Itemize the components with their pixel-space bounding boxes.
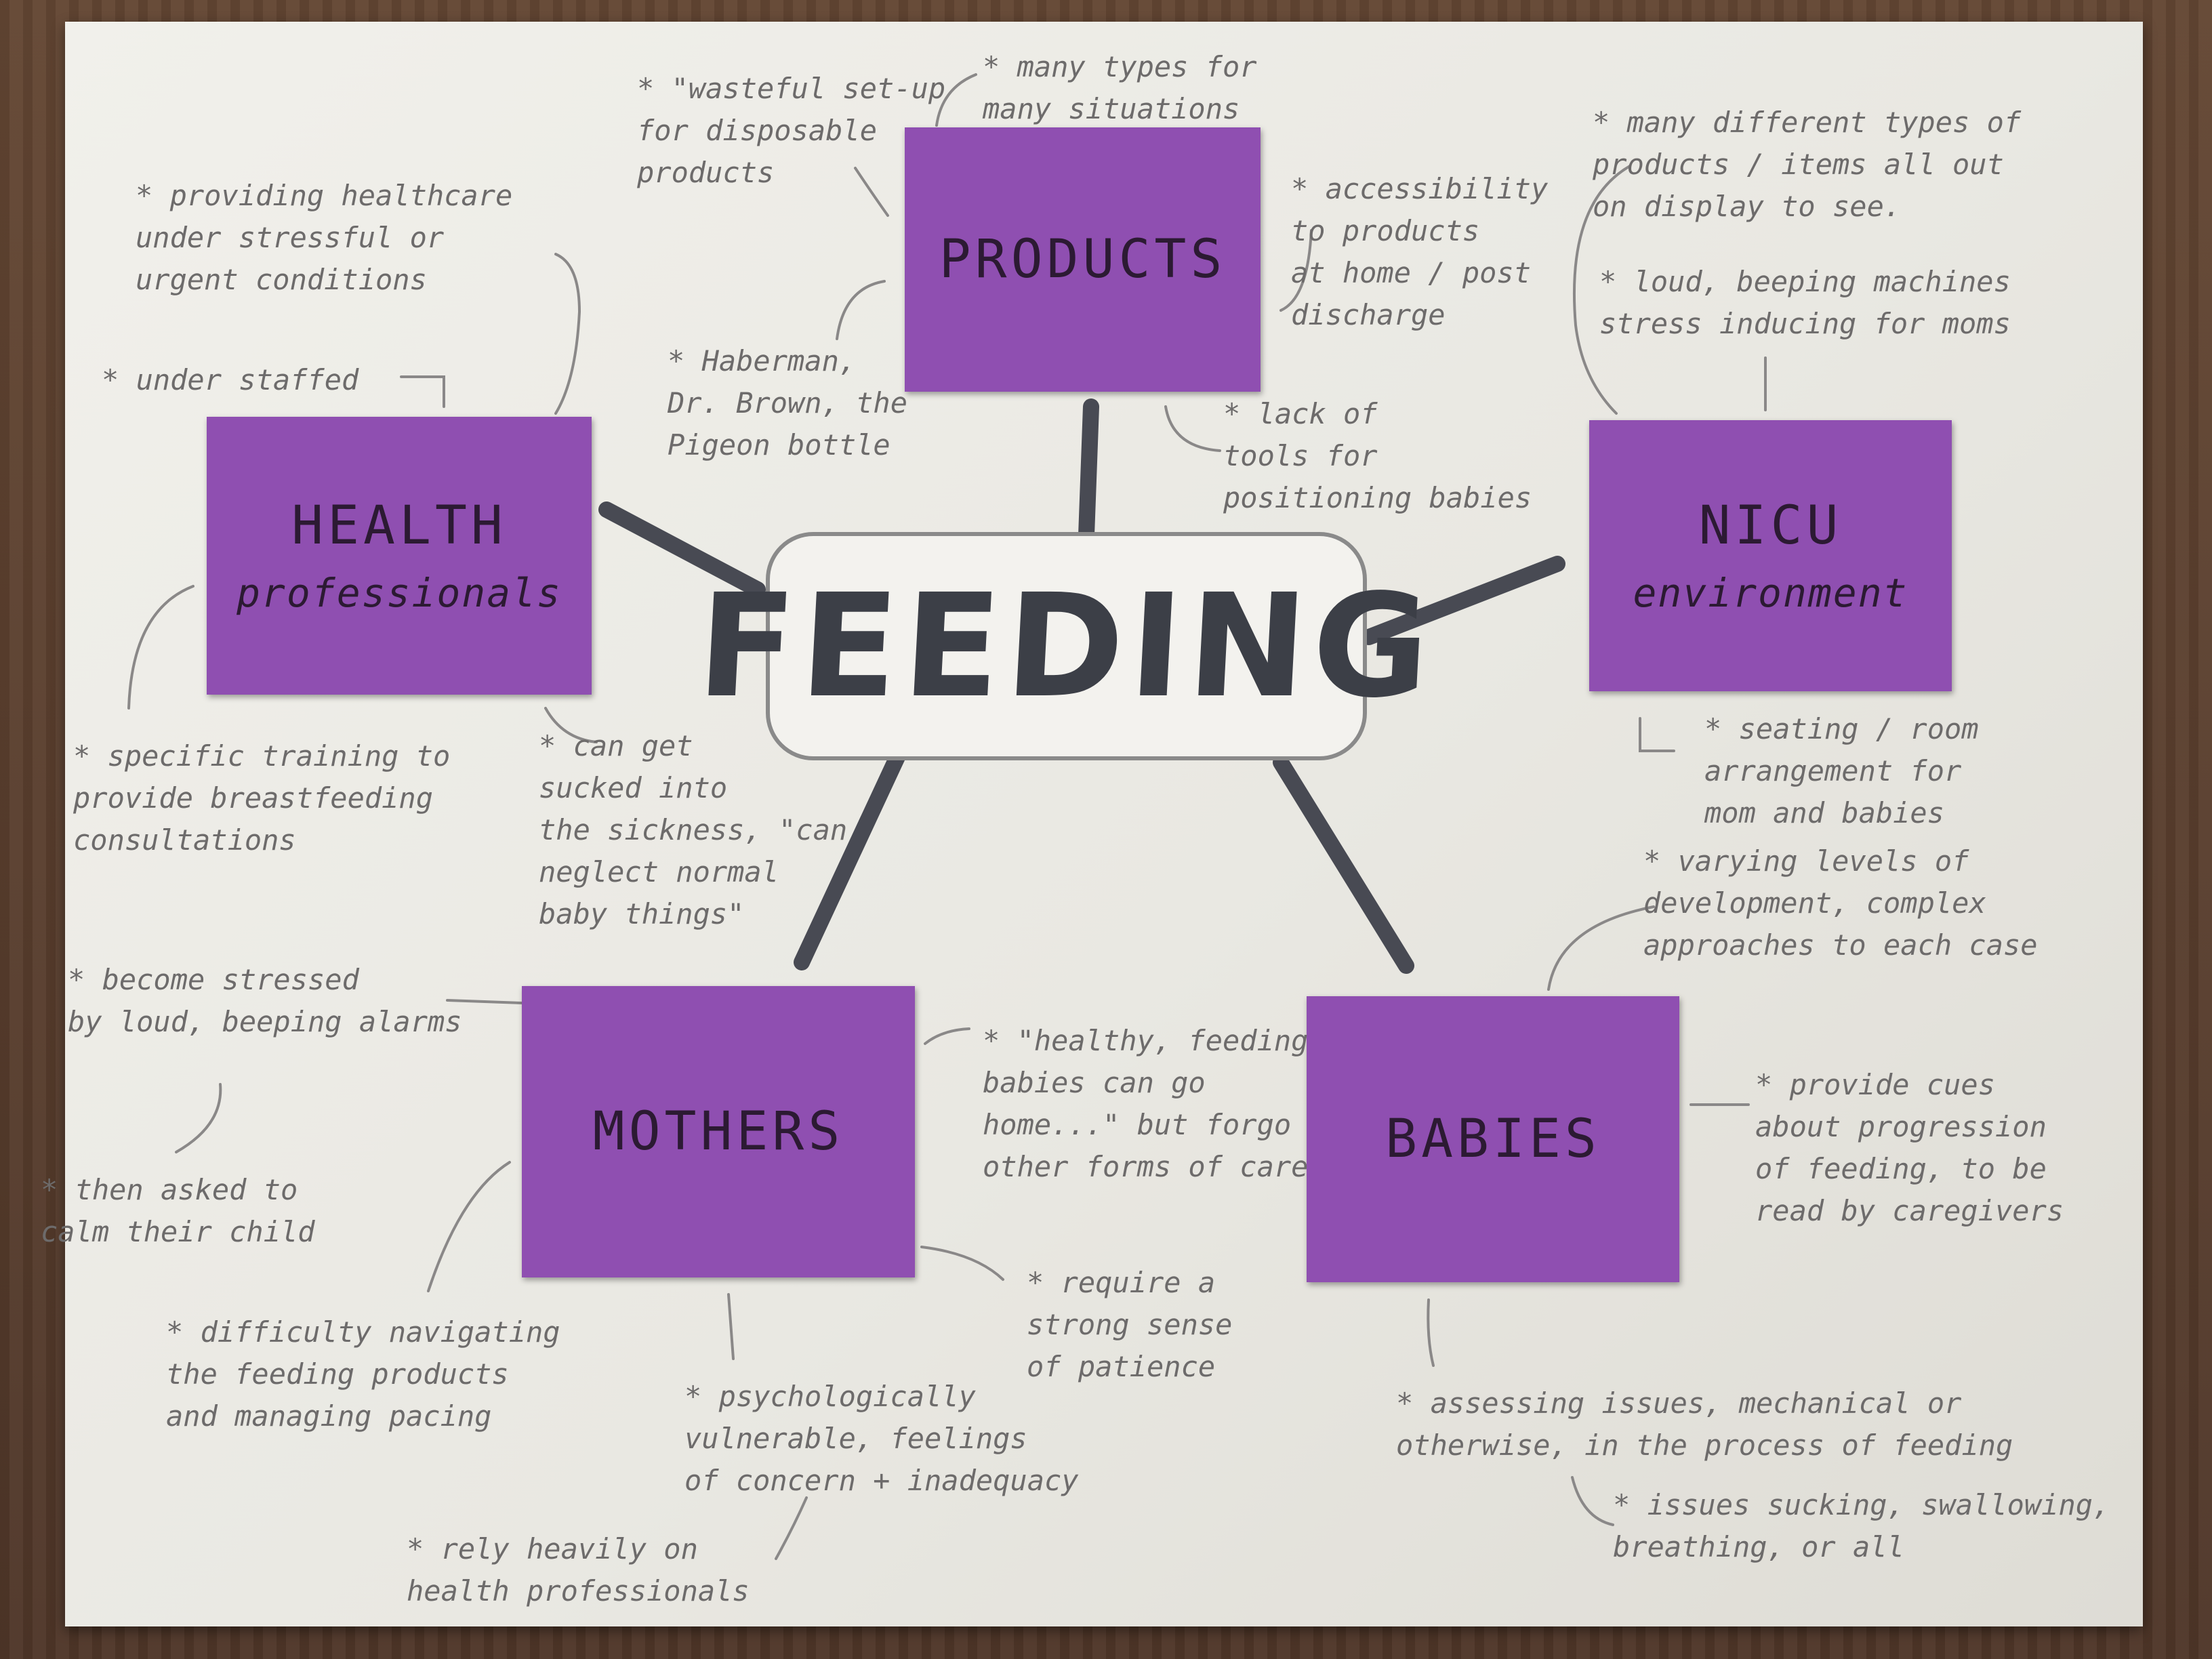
note-nicu-environment: NICU environment [1589, 420, 1952, 691]
annotation-varying-levels: * varying levels of development, complex… [1643, 844, 2038, 962]
bracket-become [446, 999, 523, 1004]
bracket-difficulty [427, 1161, 511, 1292]
annotation-psychologically: * psychologically vulnerable, feelings o… [684, 1380, 1079, 1497]
annotation-difficulty: * difficulty navigating the feeding prod… [166, 1315, 560, 1433]
annotation-assessing-issues: * assessing issues, mechanical or otherw… [1396, 1387, 2013, 1462]
bracket-specific [127, 585, 194, 710]
note-mothers: MOTHERS [522, 986, 915, 1277]
annotation-many-products: * many different types of products / ite… [1593, 106, 2022, 223]
annotation-issues-sucking: * issues sucking, swallowing, breathing,… [1613, 1488, 2110, 1563]
note-babies: BABIES [1307, 996, 1679, 1282]
bracket-lack-tools [1164, 405, 1221, 452]
bracket-assessing [1427, 1298, 1435, 1367]
annotation-lack-tools: * lack of tools for positioning babies [1223, 397, 1532, 514]
spoke-health [598, 501, 766, 598]
spoke-babies [1273, 754, 1414, 974]
annotation-calm-child: * then asked to calm their child [41, 1173, 315, 1248]
bracket-issues [1571, 1476, 1614, 1526]
spoke-products [1078, 398, 1099, 544]
note-mothers-label: MOTHERS [592, 1101, 844, 1162]
center-bubble: FEEDING [694, 532, 1439, 760]
bracket-haberman [836, 280, 886, 340]
annotation-understaffed: * under staffed [102, 363, 359, 396]
bracket-understaffed [400, 375, 445, 408]
annotation-sucked-into: * can get sucked into the sickness, "can… [539, 729, 848, 930]
annotation-haberman: * Haberman, Dr. Brown, the Pigeon bottle [668, 344, 908, 462]
annotation-provide-cues: * provide cues about progression of feed… [1755, 1068, 2064, 1227]
note-health-line2: professionals [237, 570, 562, 616]
annotation-loud-machines: * loud, beeping machines stress inducing… [1599, 265, 2011, 340]
note-nicu-line1: NICU [1698, 495, 1843, 556]
bracket-psych [727, 1293, 735, 1360]
annotation-become-stressed: * become stressed by loud, beeping alarm… [68, 963, 462, 1038]
bracket-many-products [1572, 165, 1631, 415]
annotation-healthy-feeding: * "healthy, feeding babies can go home..… [983, 1024, 1309, 1183]
bracket-seating [1639, 717, 1675, 752]
note-products: PRODUCTS [905, 127, 1261, 392]
spoke-nicu [1361, 556, 1565, 645]
annotation-patience: * require a strong sense of patience [1027, 1266, 1233, 1383]
bracket-accessibility [1279, 229, 1313, 312]
note-health-line1: HEALTH [291, 495, 507, 556]
note-products-label: PRODUCTS [939, 229, 1227, 290]
annotation-seating: * seating / room arrangement for mom and… [1704, 712, 1979, 830]
annotation-accessibility: * accessibility to products at home / po… [1291, 172, 1549, 331]
note-babies-label: BABIES [1385, 1109, 1601, 1170]
annotation-wasteful: * "wasteful set-up for disposable produc… [637, 72, 946, 189]
spoke-mothers [794, 747, 906, 970]
bracket-rely [775, 1496, 808, 1560]
annotation-providing-healthcare: * providing healthcare under stressful o… [136, 179, 513, 296]
bracket-many-types [935, 73, 977, 127]
bracket-varying [1547, 905, 1655, 991]
note-nicu-line2: environment [1633, 570, 1908, 616]
bracket-sucked [544, 707, 598, 743]
bracket-wasteful [854, 167, 889, 217]
center-title: FEEDING [693, 563, 1439, 729]
bracket-healthy [924, 1027, 970, 1045]
bracket-providing [554, 253, 581, 415]
bracket-patience [920, 1246, 1004, 1281]
annotation-specific-training: * specific training to provide breastfee… [73, 739, 451, 857]
annotation-many-types: * many types for many situations [983, 50, 1257, 125]
bracket-calm [175, 1083, 222, 1153]
note-health-professionals: HEALTH professionals [207, 417, 592, 695]
annotation-rely-heavily: * rely heavily on health professionals [407, 1532, 750, 1607]
